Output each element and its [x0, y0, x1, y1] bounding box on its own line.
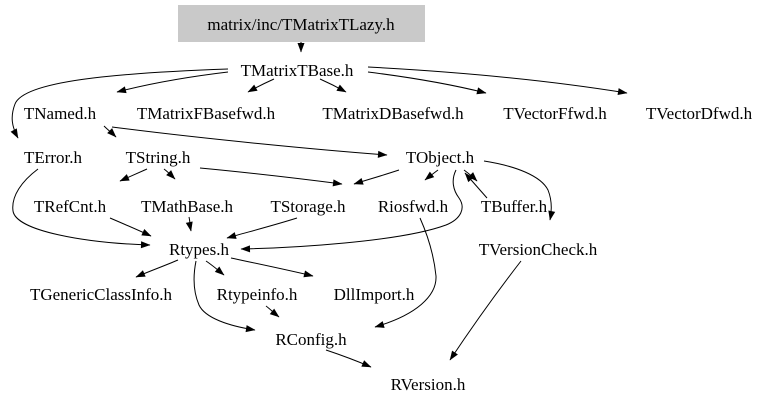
edge-TBuffer-to-TObject — [464, 172, 488, 199]
edge-TRefCnt-to-Rtypes — [109, 217, 152, 237]
root-node-box — [178, 5, 425, 42]
edge-TObject-to-TVersionCheck — [483, 160, 556, 221]
node-RConfig[interactable]: RConfig.h — [275, 330, 347, 349]
edge-TStorage-to-Rtypes — [226, 217, 298, 239]
edge-TObject-to-TStorage — [353, 169, 400, 185]
edge-Rtypes-to-TGenericClassInfo — [135, 259, 179, 278]
edge-Rtypes-to-RConfig — [193, 260, 256, 333]
node-RVersion[interactable]: RVersion.h — [391, 375, 466, 394]
edge-TError-to-Rtypes — [12, 168, 151, 249]
edge-group — [10, 41, 628, 368]
edge-TString-to-TRefCnt — [119, 168, 148, 182]
edge-Rtypeinfo-to-RConfig — [265, 305, 280, 318]
node-Riosfwd[interactable]: Riosfwd.h — [378, 197, 449, 216]
node-DllImport[interactable]: DllImport.h — [334, 285, 415, 304]
edge-Rtypes-to-DllImport — [230, 257, 314, 278]
node-TVectorDfwd[interactable]: TVectorDfwd.h — [646, 104, 753, 123]
node-Rtypeinfo[interactable]: Rtypeinfo.h — [217, 285, 298, 304]
edge-TMatrixTBase-to-TError — [10, 68, 229, 139]
edge-TMatrixTBase-to-TMatrixFBasefwd — [247, 78, 275, 93]
node-root-label: matrix/inc/TMatrixTLazy.h — [207, 15, 395, 34]
node-label-group: TMatrixTBase.h TNamed.h TMatrixFBasefwd.… — [24, 61, 753, 394]
edge-TObject-to-Riosfwd — [424, 169, 439, 181]
edge-TMatrixTBase-to-TVectorDfwd — [367, 66, 628, 96]
edge-TMatrixTBase-to-TNamed — [116, 71, 229, 94]
node-TObject[interactable]: TObject.h — [406, 148, 475, 167]
node-TBuffer[interactable]: TBuffer.h — [481, 197, 548, 216]
edge-Riosfwd-to-RConfig — [374, 217, 437, 328]
node-TRefCnt[interactable]: TRefCnt.h — [34, 197, 107, 216]
node-TNamed[interactable]: TNamed.h — [24, 104, 97, 123]
node-TStorage[interactable]: TStorage.h — [270, 197, 346, 216]
edge-Rtypes-to-Rtypeinfo — [205, 260, 225, 276]
edge-TMathBase-to-Rtypes — [185, 216, 193, 232]
edge-TObject-to-Rtypes — [240, 169, 463, 253]
edge-TNamed-to-TObject — [111, 126, 388, 158]
node-TMathBase[interactable]: TMathBase.h — [141, 197, 234, 216]
edge-TString-to-TStorage — [199, 167, 343, 187]
node-TError[interactable]: TError.h — [24, 148, 83, 167]
edge-RConfig-to-RVersion — [325, 349, 372, 368]
node-Rtypes[interactable]: Rtypes.h — [169, 240, 229, 259]
node-TMatrixDBasefwd[interactable]: TMatrixDBasefwd.h — [322, 104, 464, 123]
node-TMatrixTBase[interactable]: TMatrixTBase.h — [241, 61, 354, 80]
edge-TNamed-to-TString — [103, 125, 117, 138]
edge-TMatrixTBase-to-TVectorFfwd — [367, 71, 487, 95]
node-TGenericClassInfo[interactable]: TGenericClassInfo.h — [30, 285, 173, 304]
edge-TMatrixTBase-to-TMatrixDBasefwd — [319, 78, 347, 93]
node-TMatrixFBasefwd[interactable]: TMatrixFBasefwd.h — [137, 104, 276, 123]
node-TVectorFfwd[interactable]: TVectorFfwd.h — [503, 104, 607, 123]
node-TVersionCheck[interactable]: TVersionCheck.h — [479, 240, 598, 259]
edge-TString-to-TMathBase — [163, 168, 176, 180]
edge-TVersionCheck-to-RVersion — [449, 260, 522, 361]
node-TString[interactable]: TString.h — [126, 148, 191, 167]
